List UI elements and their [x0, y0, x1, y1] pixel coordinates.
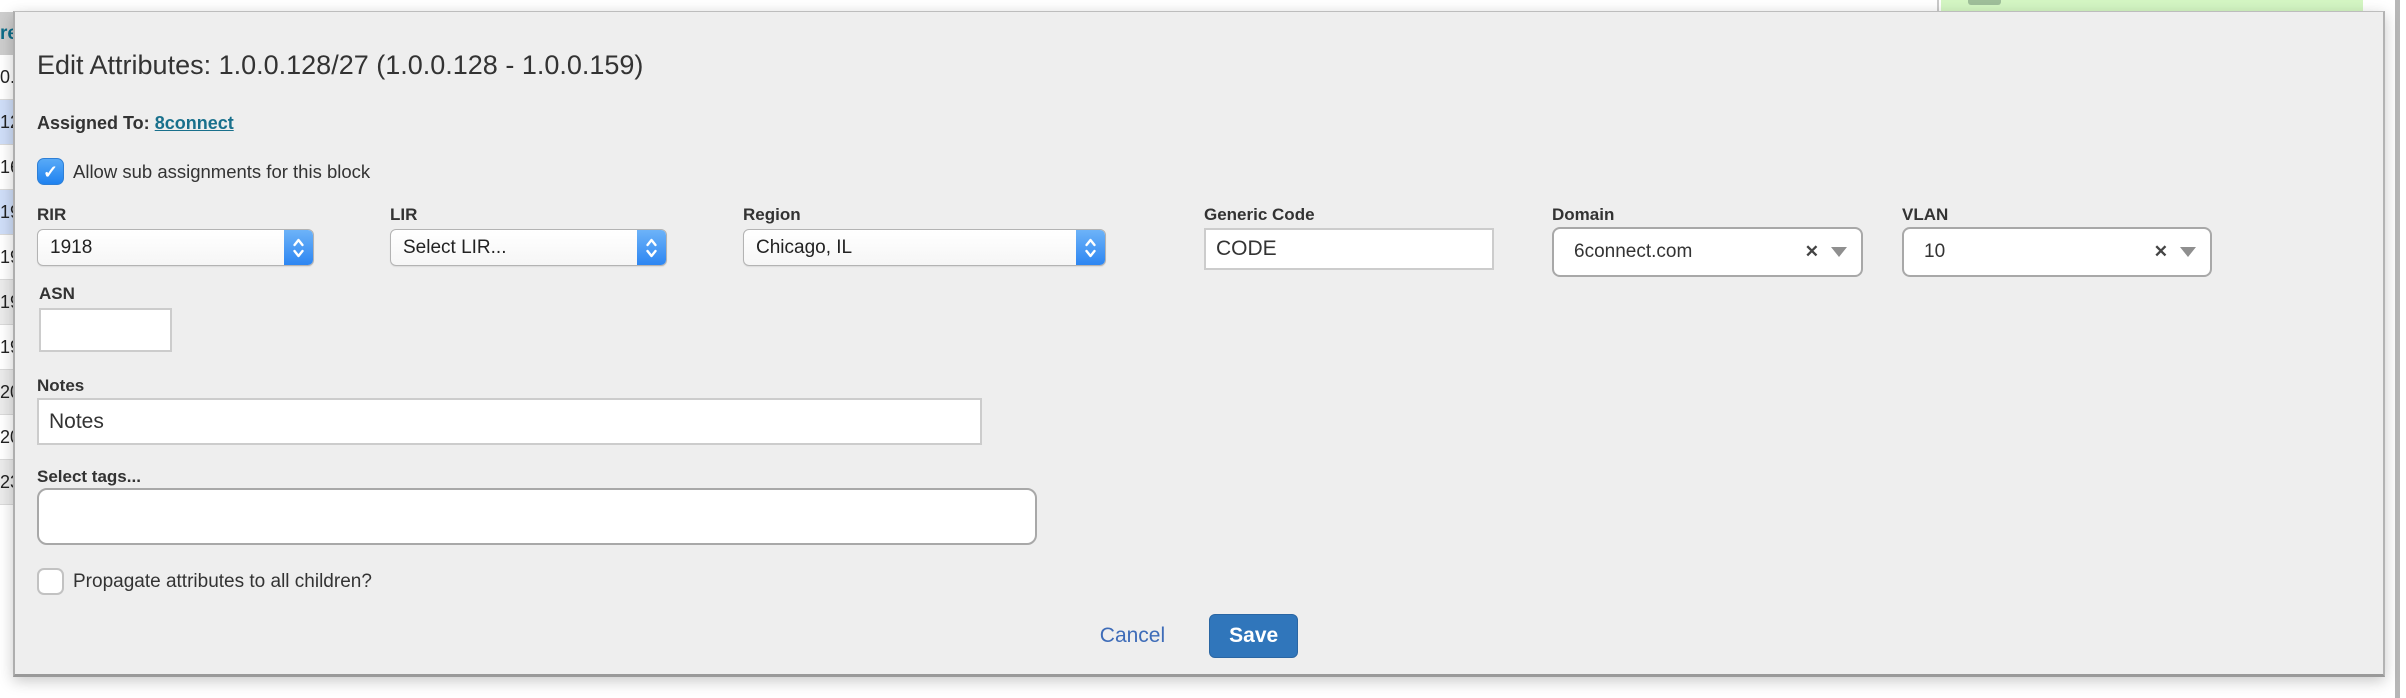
table-row: 0.: [0, 55, 14, 100]
table-row: 19: [0, 235, 14, 280]
asn-label: ASN: [39, 284, 75, 303]
clear-icon[interactable]: ✕: [2153, 242, 2168, 261]
select-stepper-icon: [637, 230, 666, 265]
table-row: 19: [0, 325, 14, 370]
dropdown-arrow-icon[interactable]: [1831, 247, 1847, 257]
edit-attributes-modal: Edit Attributes: 1.0.0.128/27 (1.0.0.128…: [13, 11, 2385, 677]
table-row: 12: [0, 100, 14, 145]
allow-sub-assignments-label: Allow sub assignments for this block: [73, 160, 371, 182]
dropdown-arrow-icon[interactable]: [2180, 247, 2196, 257]
rir-select-value: 1918: [50, 236, 93, 258]
propagate-row: Propagate attributes to all children?: [37, 568, 372, 595]
tags-label: Select tags...: [37, 467, 141, 486]
modal-actions: Cancel Save: [15, 614, 2383, 658]
lir-select[interactable]: Select LIR...: [390, 229, 667, 266]
cancel-link[interactable]: Cancel: [1099, 624, 1166, 647]
tags-input[interactable]: [37, 488, 1037, 545]
check-icon: ✓: [42, 161, 59, 182]
assigned-to-link[interactable]: 8connect: [154, 113, 234, 133]
generic-code-label: Generic Code: [1204, 205, 1315, 224]
vlan-label: VLAN: [1902, 205, 1949, 224]
panel-edge: [1937, 0, 1939, 11]
region-select-value: Chicago, IL: [756, 236, 853, 258]
lir-select-value: Select LIR...: [403, 236, 507, 258]
rir-label: RIR: [37, 205, 67, 224]
background-table-header-fragment: re: [0, 12, 14, 55]
domain-combobox-value: 6connect.com: [1574, 241, 1693, 262]
table-row: 16: [0, 145, 14, 190]
propagate-label: Propagate attributes to all children?: [73, 570, 372, 592]
domain-combobox[interactable]: 6connect.com ✕: [1552, 227, 1863, 277]
notification-banner-fragment: [1941, 0, 2363, 12]
allow-sub-assignments-checkbox[interactable]: ✓: [37, 158, 64, 185]
rir-select[interactable]: 1918: [37, 229, 314, 266]
table-row: 20: [0, 415, 14, 460]
generic-code-input[interactable]: [1204, 228, 1494, 270]
assigned-to: Assigned To: 8connect: [37, 113, 234, 134]
domain-label: Domain: [1552, 205, 1615, 224]
asn-input[interactable]: [39, 308, 172, 352]
notes-input[interactable]: [37, 398, 982, 445]
vlan-combobox-value: 10: [1924, 241, 1946, 262]
save-button[interactable]: Save: [1209, 614, 1299, 658]
table-row: 19: [0, 190, 14, 235]
notes-label: Notes: [37, 376, 85, 395]
select-stepper-icon: [284, 230, 313, 265]
table-row: 19: [0, 280, 14, 325]
region-select[interactable]: Chicago, IL: [743, 229, 1106, 266]
clear-icon[interactable]: ✕: [1804, 242, 1819, 261]
assigned-to-label: Assigned To:: [37, 113, 150, 133]
select-stepper-icon: [1076, 230, 1105, 265]
scrollbar[interactable]: [2395, 0, 2400, 698]
region-label: Region: [743, 205, 801, 224]
propagate-checkbox[interactable]: [37, 568, 64, 595]
notification-button-fragment: [1968, 0, 2001, 5]
table-row: 20: [0, 370, 14, 415]
modal-title: Edit Attributes: 1.0.0.128/27 (1.0.0.128…: [37, 50, 644, 80]
lir-label: LIR: [390, 205, 418, 224]
vlan-combobox[interactable]: 10 ✕: [1902, 227, 2212, 277]
table-row: 23: [0, 460, 14, 505]
allow-sub-assignments-row: ✓ Allow sub assignments for this block: [37, 158, 370, 185]
background-table-fragment: re 0. 12 16 19 19 19 19 20 20 23: [0, 0, 14, 698]
